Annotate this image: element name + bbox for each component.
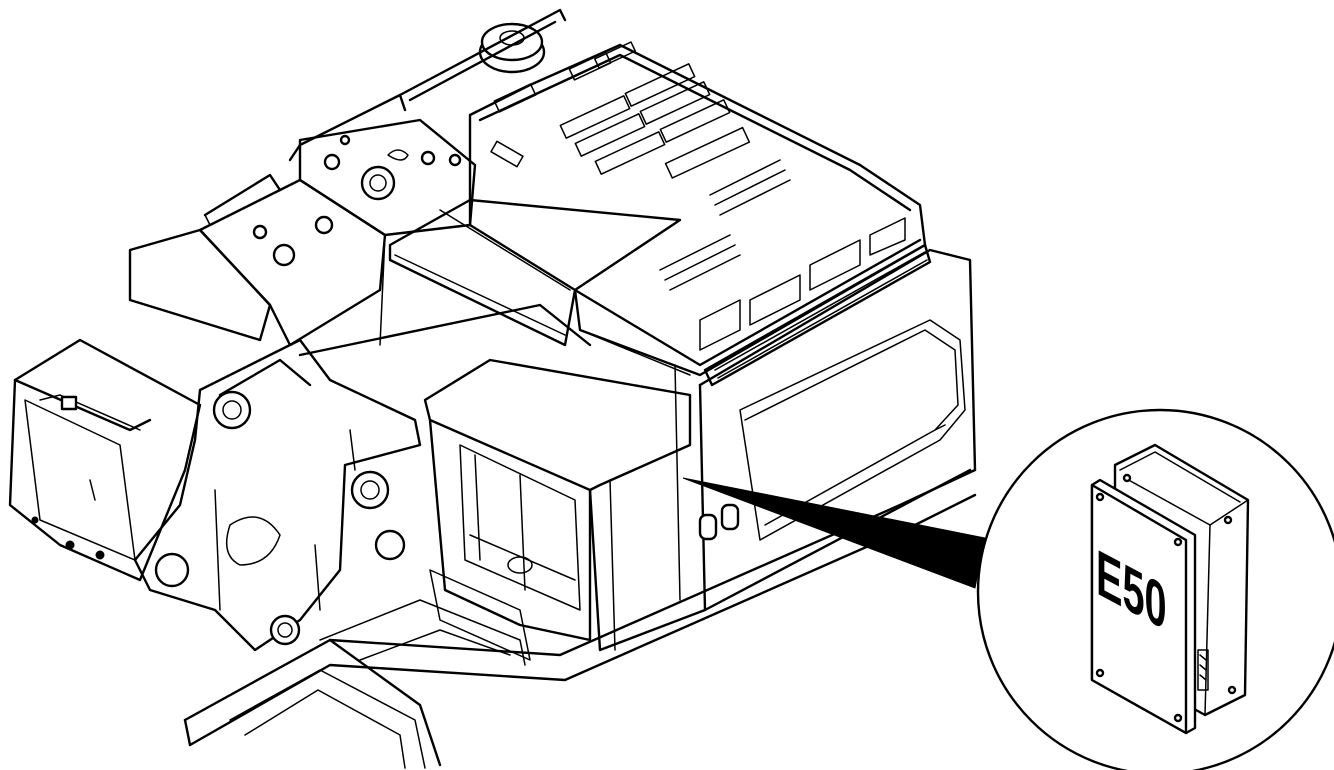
- door-handle: [698, 503, 740, 541]
- front-left-module: [8, 338, 202, 582]
- hood-louvers: [659, 159, 791, 291]
- battery-compartment: [319, 358, 692, 666]
- radiator-grille: [703, 243, 932, 387]
- callout-pointer: [682, 477, 986, 589]
- center-deck: [298, 198, 682, 357]
- boom-bracket: [133, 338, 422, 652]
- guard-rails: [203, 8, 567, 226]
- detail-callout: E50: [976, 408, 1334, 770]
- excavator-upper-structure: [8, 8, 977, 769]
- hood-vents: [493, 41, 751, 179]
- label-plate: E50: [1090, 478, 1197, 735]
- hydraulic-tank: [128, 118, 477, 347]
- engine-hood: [468, 41, 932, 387]
- machine-side-wall: [588, 248, 977, 652]
